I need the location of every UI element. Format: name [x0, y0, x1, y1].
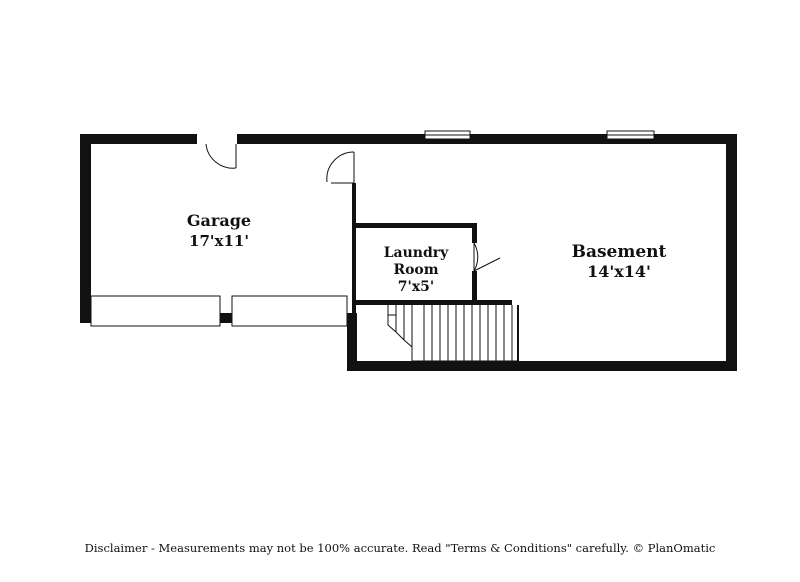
laundry-size: 7'x5' [398, 279, 434, 295]
stairs [387, 305, 517, 362]
floor-plan: Garage 17'x11' Laundry Room 7'x5' Baseme… [80, 130, 737, 371]
garage-door-right [231, 295, 348, 327]
wall-laundry-right-lower [472, 271, 477, 304]
wall-laundry-bottom [352, 300, 512, 305]
wall-top-garage-left [80, 134, 197, 144]
disclaimer-text: Disclaimer - Measurements may not be 100… [84, 541, 716, 555]
laundry-name-line1: Laundry [384, 245, 449, 261]
garage-name: Garage [187, 211, 251, 230]
door-basement-entry [326, 151, 355, 184]
wall-basement-bottom [347, 361, 737, 371]
wall-laundry-right-upper [472, 223, 477, 243]
garage-doors [90, 295, 348, 327]
room-labels: Garage 17'x11' Laundry Room 7'x5' Baseme… [187, 211, 667, 295]
windows [424, 130, 655, 140]
wall-stair-right [517, 305, 519, 361]
door-garage-entry [205, 143, 237, 169]
wall-garage-bottom-stub [80, 313, 91, 323]
exterior-walls [80, 134, 737, 371]
wall-top-main [237, 134, 737, 144]
wall-basement-left-lower [347, 313, 357, 371]
wall-garage-left [80, 134, 91, 323]
wall-basement-right [726, 134, 737, 371]
garage-door-left [90, 295, 221, 327]
basement-name: Basement [572, 242, 667, 262]
wall-garage-pillar [220, 313, 232, 323]
stair-outline-left [387, 305, 413, 361]
basement-size: 14'x14' [587, 262, 651, 281]
door-laundry [473, 242, 501, 272]
wall-laundry-top [352, 223, 477, 228]
laundry-name-line2: Room [393, 262, 438, 278]
wall-garage-basement-partition [352, 183, 356, 313]
interior-walls [352, 183, 519, 361]
garage-size: 17'x11' [189, 232, 249, 250]
doors [205, 143, 501, 272]
